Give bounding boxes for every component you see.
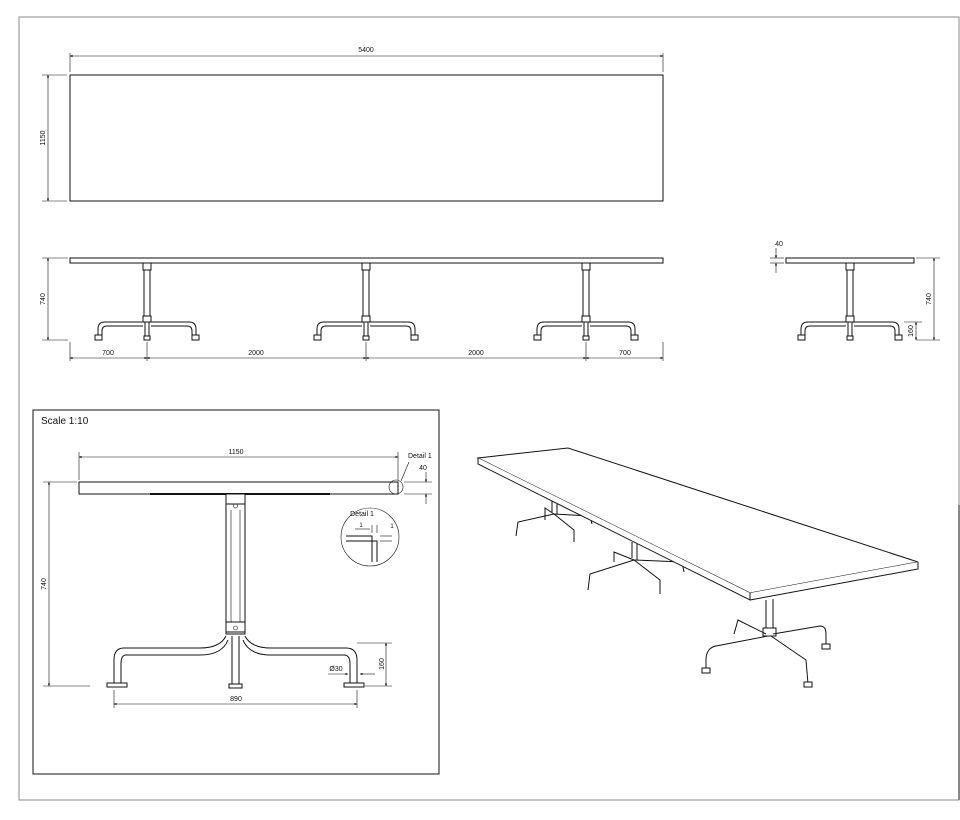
segment-dimensions: 700 2000 2000 700 [69, 342, 664, 361]
detail-height-label: 740 [41, 578, 48, 590]
end-leg-assembly [797, 262, 903, 341]
inset-dim-a: 1 [359, 523, 363, 529]
segment-label-mid-2: 2000 [468, 350, 484, 357]
height-dimension: 740 [40, 257, 68, 341]
iso-tabletop [476, 447, 919, 601]
detail-width-dimension: 1150 [78, 449, 399, 480]
end-foot-height-label: 160 [908, 325, 915, 337]
inset-title: Detail 1 [350, 511, 374, 518]
detail-tabletop [78, 481, 399, 495]
detail-span-dimension: 890 [113, 690, 358, 708]
detail-legs [106, 635, 365, 689]
top-view: 5400 1150 [40, 47, 664, 202]
side-view: 740 700 2000 2000 700 [40, 257, 664, 361]
segment-label-mid-1: 2000 [248, 350, 264, 357]
sheet-frame [18, 16, 960, 801]
side-leg-2 [313, 262, 419, 341]
inset-dim-b: 1 [390, 524, 394, 530]
detail-span-label: 890 [230, 696, 242, 703]
detail-column [225, 493, 246, 635]
detail-panel: Scale 1:10 [32, 409, 440, 775]
side-legs [94, 262, 639, 341]
detail-foot-dimensions: 160 Ø30 [328, 642, 392, 687]
iso-base-front [701, 599, 831, 688]
end-height-label: 740 [926, 293, 933, 305]
end-leg [797, 262, 903, 341]
end-view: 40 740 160 [770, 241, 940, 341]
isometric-view [476, 447, 919, 688]
detail-thickness-label: 40 [419, 465, 427, 472]
length-label: 5400 [358, 47, 374, 54]
side-panel-edge [958, 505, 960, 800]
width-dimension: 1150 [40, 74, 67, 202]
detail-width-label: 1150 [228, 449, 243, 456]
width-label: 1150 [40, 130, 47, 145]
detail-ref-label: Detail 1 [408, 453, 432, 460]
end-tabletop [785, 257, 915, 264]
segment-label-left: 700 [102, 350, 114, 357]
side-leg-1 [94, 262, 200, 341]
length-dimension: 5400 [69, 47, 664, 72]
scale-label: Scale 1:10 [41, 416, 89, 427]
end-top-thickness-label: 40 [775, 241, 783, 248]
detail-frame [32, 409, 440, 775]
detail-height-dimension: 740 [41, 481, 90, 687]
end-height-dimension: 740 160 [904, 257, 940, 341]
segment-label-right: 700 [619, 350, 631, 357]
height-label: 740 [40, 293, 47, 305]
tube-diameter-label: Ø30 [329, 666, 342, 673]
detail-foot-height-label: 160 [379, 658, 386, 670]
side-tabletop [69, 257, 664, 264]
detail-inset: Detail 1 1 1 [340, 507, 400, 567]
detail-reference: Detail 1 40 [388, 453, 432, 504]
side-leg-3 [533, 262, 639, 341]
top-thickness-dimension: 40 [770, 241, 784, 273]
tabletop-outline [69, 74, 664, 202]
iso-base-middle [587, 542, 685, 594]
